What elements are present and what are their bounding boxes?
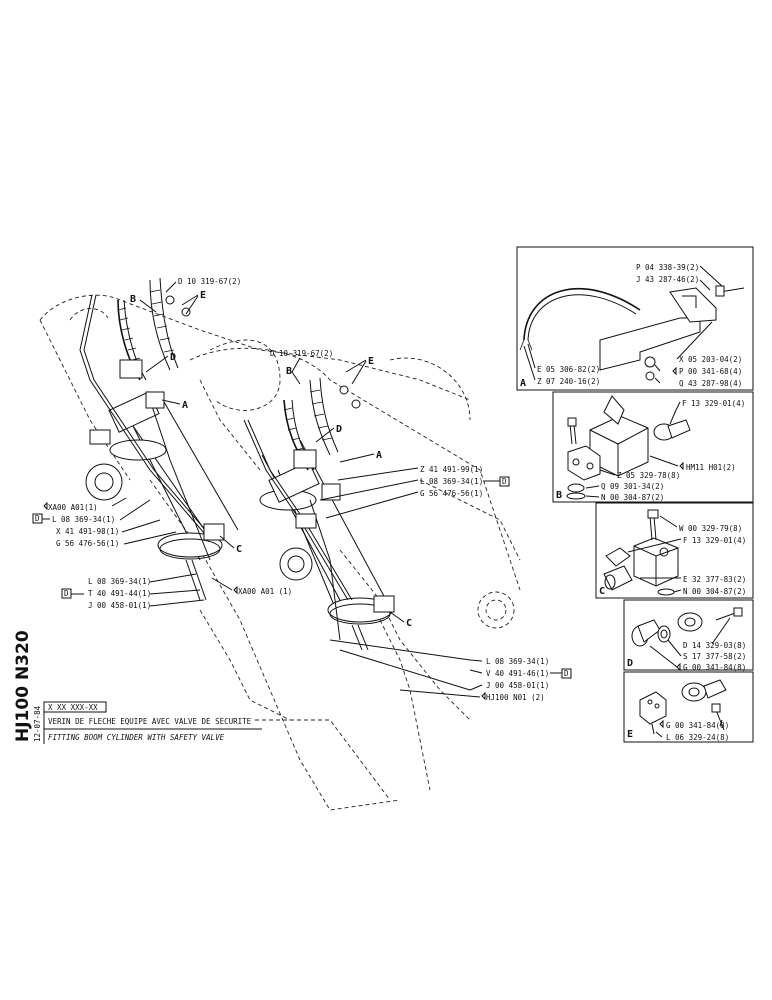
code-box — [43, 701, 107, 713]
detail-e-g00: G 00 341-84(8) — [666, 721, 729, 730]
detail-c-w00: W 00 329-79(8) — [679, 524, 742, 533]
right-label-g56: G 56 476-56(1) — [420, 489, 483, 498]
drawing-code: X XX XXX-XX — [48, 703, 98, 712]
left-label-l08-2: L 08 369-34(1) — [88, 577, 151, 586]
left-box-d-1-label: D — [35, 514, 40, 523]
right-label-b: B — [286, 366, 292, 377]
detail-c-letter: C — [599, 586, 605, 597]
right-label-l08-1: L 08 369-34(1) — [420, 477, 483, 486]
left-label-xa00-2: XA00 A01 (1) — [238, 587, 292, 596]
left-label-c: C — [236, 544, 242, 555]
detail-c-f13: F 13 329-01(4) — [683, 536, 746, 545]
detail-b-n00: N 00 304-87(2) — [601, 493, 664, 502]
left-box-d-2-label: D — [64, 589, 69, 598]
left-label-b: B — [130, 294, 136, 305]
detail-a-e05: E 05 306-82(2) — [537, 365, 600, 374]
detail-d-d14: D 14 329-03(8) — [683, 641, 746, 650]
detail-panel-d: D D 14 329-03(8) S 17 377-58(2) G 00 341… — [623, 599, 754, 672]
right-cylinder-assembly — [243, 377, 471, 691]
left-label-g56: G 56 476-56(1) — [56, 539, 119, 548]
part-number: HJ100 N320 — [13, 630, 33, 742]
right-label-l08-2: L 08 369-34(1) — [486, 657, 549, 666]
detail-b-hm11: HM11 H01(2) — [686, 463, 736, 472]
detail-a-j43: J 43 287-46(2) — [636, 275, 699, 284]
right-label-j00: J 00 458-01(1) — [486, 681, 549, 690]
right-label-a: A — [376, 450, 382, 461]
title-en: FITTING BOOM CYLINDER WITH SAFETY VALVE — [48, 733, 225, 742]
detail-b-q09: Q 09 301-34(2) — [601, 482, 664, 491]
left-label-x41: X 41 491-98(1) — [56, 527, 119, 536]
detail-panel-e: E G 00 341-84(8) L 06 329-24(8) — [623, 671, 754, 743]
detail-a-letter: A — [520, 378, 526, 389]
drawing-date: 12-07-84 — [33, 705, 42, 742]
right-label-v40: V 40 491-46(1) — [486, 669, 549, 678]
left-label-t40: T 40 491-44(1) — [88, 589, 151, 598]
detail-b-f13: F 13 329-01(4) — [682, 399, 745, 408]
detail-d-s17: S 17 377-58(2) — [683, 652, 746, 661]
detail-a-p04: P 04 338-39(2) — [636, 263, 699, 272]
detail-c-e32: E 32 377-83(2) — [683, 575, 746, 584]
right-label-e: E — [368, 356, 374, 367]
detail-d-g00: G 00 341-84(8) — [683, 663, 746, 672]
right-box-d-2 — [561, 668, 572, 679]
title-fr: VERIN DE FLECHE EQUIPE AVEC VALVE DE SEC… — [48, 717, 252, 726]
right-box-d-1 — [499, 476, 510, 487]
detail-panel-a: A P 04 338-39(2) J 43 287-46(2) E 05 306… — [516, 246, 754, 391]
right-label-hj100: HJ100 N01 (2) — [486, 693, 545, 702]
right-label-z41: Z 41 491-99(1) — [420, 465, 483, 474]
left-label-d10: D 10 319-67(2) — [178, 277, 241, 286]
title-block: HJ100 N320 12-07-84 X XX XXX-XX VERIN DE… — [13, 630, 262, 744]
detail-c-n00: N 00 304-87(2) — [683, 587, 746, 596]
left-label-d: D — [170, 352, 176, 363]
left-callouts: D 10 319-67(2) B E D A C XA00 A01(1) D L… — [32, 277, 292, 610]
left-label-e: E — [200, 290, 206, 301]
right-box-d-1-label: D — [502, 477, 507, 486]
left-label-xa00-1: XA00 A01(1) — [48, 503, 98, 512]
left-cylinder-assembly — [79, 277, 239, 601]
detail-a-q43: Q 43 287-98(4) — [679, 379, 742, 388]
detail-panel-b: B F 13 329-01(4) HM11 H01(2) Z 05 329-78… — [552, 391, 754, 503]
left-label-a: A — [182, 400, 188, 411]
right-label-d10: D 10 319-67(2) — [270, 349, 333, 358]
detail-panel-c: C W 00 329-79(8) F 13 329-01(4) E 32 377… — [595, 502, 754, 599]
detail-b-z05: Z 05 329-78(8) — [617, 471, 680, 480]
right-box-d-2-label: D — [564, 669, 569, 678]
detail-b-letter: B — [556, 490, 562, 501]
right-label-d: D — [336, 424, 342, 435]
left-label-j00: J 00 458-01(1) — [88, 601, 151, 610]
right-label-c: C — [406, 618, 412, 629]
left-label-l08-1: L 08 369-34(1) — [52, 515, 115, 524]
detail-e-letter: E — [627, 729, 633, 740]
detail-a-p00: P 00 341-68(4) — [679, 367, 742, 376]
detail-a-z07: Z 07 240-16(2) — [537, 377, 600, 386]
detail-a-x05: X 05 203-04(2) — [679, 355, 742, 364]
detail-d-letter: D — [627, 658, 633, 669]
right-callouts: D 10 319-67(2) B E D A C Z 41 491-99(1) … — [270, 349, 572, 702]
detail-e-l06: L 06 329-24(8) — [666, 733, 729, 742]
